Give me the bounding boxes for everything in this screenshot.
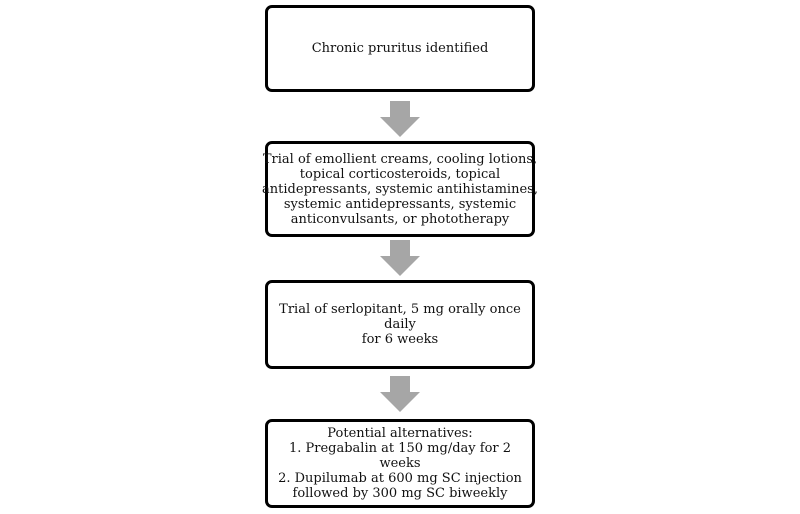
step-box-chronic-pruritus: Chronic pruritus identified bbox=[265, 5, 535, 92]
step-box-potential-alternatives: Potential alternatives: 1. Pregabalin at… bbox=[265, 419, 535, 508]
step-4-alternative-2: 2. Dupilumab at 600 mg SC injection bbox=[278, 471, 522, 486]
step-2-text-line: Trial of emollient creams, cooling lotio… bbox=[262, 151, 538, 167]
step-box-first-line-treatments: Trial of emollient creams, cooling lotio… bbox=[262, 141, 538, 237]
step-4-alternative-1: 1. Pregabalin at 150 mg/day for 2 weeks bbox=[288, 441, 512, 471]
step-4-alternative-2-cont: followed by 300 mg SC biweekly bbox=[292, 486, 508, 501]
step-box-serlopitant-trial: Trial of serlopitant, 5 mg orally once d… bbox=[265, 280, 535, 369]
step-2-text-line: antidepressants, systemic antihistamines… bbox=[262, 181, 538, 197]
step-2-text-line: anticonvulsants, or phototherapy bbox=[290, 211, 510, 227]
down-arrow-icon bbox=[380, 101, 420, 137]
step-1-text: Chronic pruritus identified bbox=[311, 41, 489, 56]
down-arrow-icon bbox=[380, 240, 420, 276]
step-4-heading: Potential alternatives: bbox=[327, 426, 473, 441]
step-2-text-line: systemic antidepressants, systemic bbox=[283, 196, 517, 212]
step-3-text-line: Trial of serlopitant, 5 mg orally once d… bbox=[279, 302, 521, 332]
step-2-text-line: topical corticosteroids, topical bbox=[299, 166, 501, 182]
down-arrow-icon bbox=[380, 376, 420, 412]
step-3-text-line: for 6 weeks bbox=[361, 332, 439, 347]
